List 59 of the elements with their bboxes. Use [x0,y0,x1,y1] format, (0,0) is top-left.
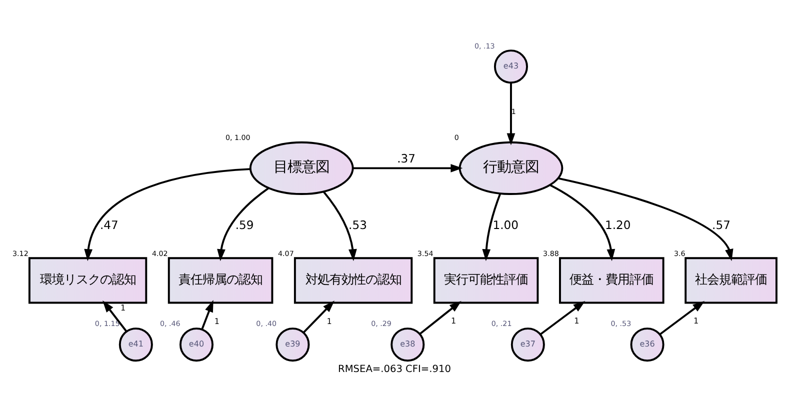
node-circle: e41 [118,327,153,362]
node-box: 対処有効性の認知 [294,256,413,304]
arrow [482,192,502,261]
edge-label: 1 [214,316,220,326]
node-label: 0, .40 [256,318,277,328]
node-label: 3.54 [417,248,434,258]
node-circle: e38 [390,327,425,362]
node-label: 0, .21 [491,318,512,328]
node-label: 0, .46 [160,318,180,328]
edge-label: 1 [450,316,456,326]
node-circle: e40 [179,327,214,362]
node-label: 3.12 [12,248,28,258]
node-label: 0, .29 [371,318,392,328]
node-ellipse: 行動意図 [458,140,564,194]
arrow [84,168,250,261]
node-box: 責任帰属の認知 [168,256,274,304]
edge-label: .57 [712,218,730,232]
edge-label: .53 [348,218,367,232]
node-circle: e36 [630,327,664,362]
arrow [419,300,462,334]
node-label: 0, 1.15 [94,318,120,328]
edge-label: 1 [694,316,699,325]
arrow [659,300,705,335]
edge-label: .59 [235,218,254,232]
edge-label: 1.00 [492,218,519,232]
node-box: 環境リスクの認知 [28,256,148,304]
arrow [353,164,463,172]
node-circle: e37 [510,327,545,362]
node-box: 便益・費用評価 [559,256,664,304]
node-ellipse: 目標意図 [249,140,354,194]
node-label: 0, .13 [474,40,495,50]
edge-label: .37 [397,150,416,165]
node-circle: e43 [494,49,528,84]
edge-label: 1.20 [605,218,631,232]
node-label: 0 [454,132,459,142]
arrow [201,300,214,330]
node-circle: e39 [276,327,310,362]
arrow [506,82,516,145]
arrow [540,300,586,335]
edge-label: 1 [511,106,516,116]
node-label: 4.07 [278,248,294,258]
edge-label: 1 [574,316,580,325]
node-label: 3.6 [674,248,686,258]
node-label: 3.88 [543,248,559,258]
node-label: 0, .53 [610,318,632,328]
node-box: 社会規範評価 [684,256,778,304]
edge-label: 1 [120,303,126,312]
node-box: 実行可能性評価 [433,256,539,304]
node-label: 4.02 [152,248,168,258]
edge-label: 1 [326,316,332,326]
arrow [322,190,357,261]
arrow [217,186,270,261]
edge-label: .47 [100,218,118,232]
arrow [558,176,734,261]
arrow [302,300,335,333]
arrow [102,300,128,332]
node-label: 0, 1.00 [225,132,250,142]
caption: RMSEA=.063 CFI=.910 [338,364,451,375]
arrow [550,184,616,261]
